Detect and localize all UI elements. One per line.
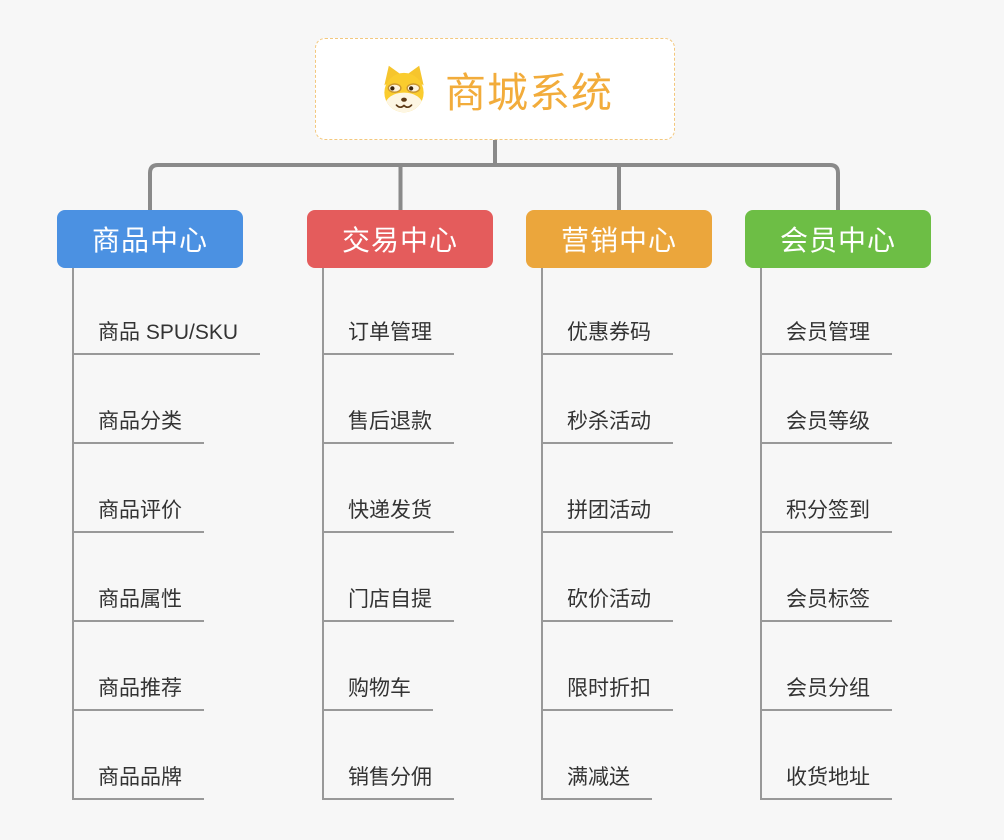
- branch-trunk-line: [322, 268, 324, 800]
- root-title: 商城系统: [445, 70, 613, 116]
- branch-node-trade-center[interactable]: 交易中心: [307, 210, 493, 268]
- leaf-node[interactable]: 商品 SPU/SKU: [72, 318, 261, 355]
- branch-node-marketing-center[interactable]: 营销中心: [526, 210, 712, 268]
- leaf-node[interactable]: 会员管理: [760, 318, 892, 355]
- leaf-node[interactable]: 会员分组: [760, 674, 892, 711]
- leaf-node[interactable]: 商品属性: [72, 585, 204, 622]
- leaf-node[interactable]: 优惠券码: [541, 318, 673, 355]
- leaf-node[interactable]: 积分签到: [760, 496, 892, 533]
- branch-trunk-line: [72, 268, 74, 800]
- branch-node-product-center[interactable]: 商品中心: [57, 210, 243, 268]
- leaf-node[interactable]: 会员标签: [760, 585, 892, 622]
- branch-node-member-center[interactable]: 会员中心: [745, 210, 931, 268]
- branch-trunk-line: [760, 268, 762, 800]
- leaf-node[interactable]: 快递发货: [322, 496, 454, 533]
- leaf-node[interactable]: 商品评价: [72, 496, 204, 533]
- leaf-node[interactable]: 商品品牌: [72, 763, 204, 800]
- leaf-node[interactable]: 订单管理: [322, 318, 454, 355]
- leaf-node[interactable]: 限时折扣: [541, 674, 673, 711]
- leaf-node[interactable]: 拼团活动: [541, 496, 673, 533]
- leaf-node[interactable]: 满减送: [541, 763, 652, 800]
- root-node[interactable]: 商城系统: [315, 38, 675, 140]
- leaf-node[interactable]: 商品推荐: [72, 674, 204, 711]
- leaf-node[interactable]: 会员等级: [760, 407, 892, 444]
- shiba-dog-icon: [384, 65, 424, 113]
- branch-trunk-line: [541, 268, 543, 800]
- leaf-node[interactable]: 购物车: [322, 674, 433, 711]
- bus-line: [148, 163, 840, 210]
- leaf-node[interactable]: 秒杀活动: [541, 407, 673, 444]
- leaf-node[interactable]: 门店自提: [322, 585, 454, 622]
- leaf-node[interactable]: 收货地址: [760, 763, 892, 800]
- leaf-node[interactable]: 销售分佣: [322, 763, 454, 800]
- leaf-node[interactable]: 商品分类: [72, 407, 204, 444]
- leaf-node[interactable]: 砍价活动: [541, 585, 673, 622]
- leaf-node[interactable]: 售后退款: [322, 407, 454, 444]
